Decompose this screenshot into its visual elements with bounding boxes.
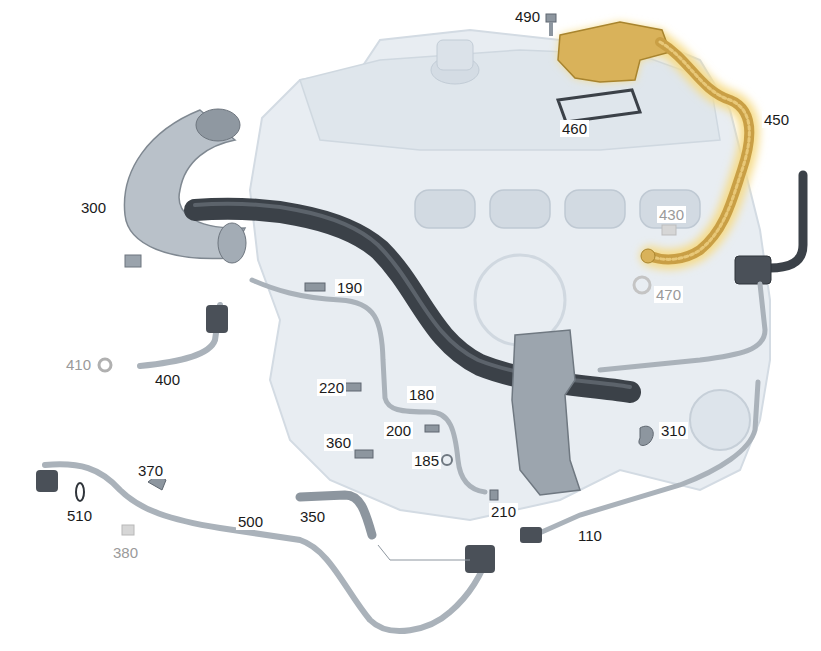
callout-number: 180 (407, 386, 436, 403)
callout-number: 400 (153, 371, 182, 388)
oil-line (252, 280, 485, 492)
vent-valve (735, 256, 771, 284)
intake-opening (196, 109, 240, 141)
callout-number: 360 (324, 434, 353, 451)
callout-number: 220 (317, 379, 346, 396)
seal-ring (99, 359, 111, 371)
callout-number: 510 (65, 507, 94, 524)
intake-ports (415, 190, 700, 228)
callout-number: 470 (654, 286, 683, 303)
vent-hose (770, 175, 803, 268)
oil-separator (512, 330, 580, 495)
callout-number: 200 (384, 422, 413, 439)
pipe-fitting (520, 527, 542, 543)
callout-number: 370 (136, 462, 165, 479)
callout-number: 300 (79, 199, 108, 216)
o-ring (76, 483, 84, 501)
callout-number: 410 (64, 356, 93, 373)
tube-end (36, 470, 58, 492)
callout-number: 380 (111, 544, 140, 561)
gasket (558, 90, 640, 122)
callout-number: 190 (335, 279, 364, 296)
cylinder-head (300, 50, 720, 150)
oil-filler-cap (437, 40, 473, 70)
return-pipe (535, 382, 758, 535)
vent-pipe (600, 284, 765, 370)
callout-number: 350 (298, 508, 327, 525)
callout-number: 490 (513, 8, 542, 25)
intake-flange (218, 223, 246, 263)
timing-cover (690, 390, 750, 450)
callout-number: 185 (412, 452, 441, 469)
callout-number: 210 (489, 503, 518, 520)
callout-number: 450 (762, 111, 791, 128)
grey-bolt (662, 225, 676, 235)
intake-clamp (125, 255, 141, 267)
callout-number: 460 (560, 120, 589, 137)
grey-seal (634, 277, 650, 293)
bolt-shank (549, 22, 553, 36)
callout-number: 110 (576, 527, 604, 544)
callout-number: 310 (659, 422, 688, 439)
tube-connector (465, 545, 495, 573)
callout-number: 500 (236, 513, 265, 530)
seal-ring (442, 455, 452, 465)
callout-number: 430 (657, 206, 686, 223)
engine-block (250, 30, 770, 520)
long-tube (45, 464, 490, 631)
connector-bracket-line (378, 545, 470, 560)
bolt (546, 14, 556, 22)
small-parts (122, 283, 653, 535)
line-connector (206, 305, 228, 333)
highlighted-part (558, 22, 749, 263)
